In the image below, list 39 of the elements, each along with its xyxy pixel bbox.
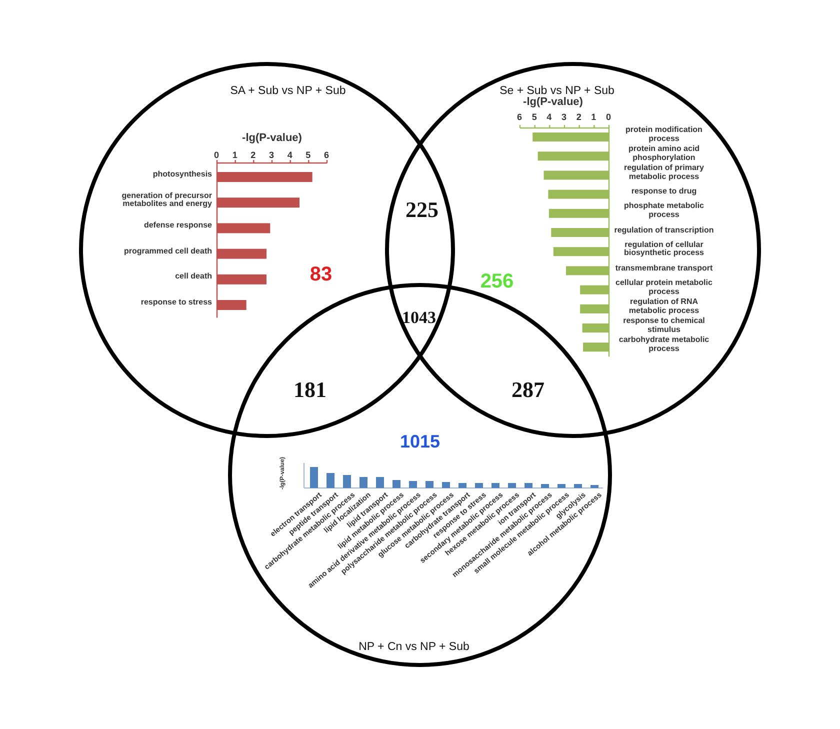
axis-title: -lg(P-value) <box>523 96 583 108</box>
category-label: response to drug <box>630 188 698 197</box>
category-label: generation of precursor metabolites and energy <box>120 192 212 210</box>
axis-title: -lg(P-value) <box>242 132 302 144</box>
category-label: phosphate metabolic process <box>622 202 705 220</box>
region-count: 1043 <box>402 308 436 328</box>
category-label: cell death <box>174 273 212 282</box>
region-count: 287 <box>512 377 544 403</box>
set-title: Se + Sub vs NP + Sub <box>500 85 614 97</box>
category-label: programmed cell death <box>122 247 212 256</box>
region-count: 256 <box>480 270 514 294</box>
category-label: photosynthesis <box>152 170 212 180</box>
category-label: regulation of cellular biosynthetic process <box>622 240 706 258</box>
set-title: NP + Cn vs NP + Sub <box>358 641 470 653</box>
tick-label: 5 <box>306 151 311 161</box>
category-label: regulation of transcription <box>614 226 714 235</box>
tick-label: 1 <box>591 113 596 123</box>
category-label: defense response <box>142 222 212 231</box>
region-count: 225 <box>406 197 438 223</box>
category-label: transmembrane transport <box>614 264 714 274</box>
category-label: carbohydrate metabolic process <box>618 336 710 354</box>
category-label: response to stress <box>140 298 212 308</box>
tick-label: 6 <box>324 151 330 161</box>
tick-label: 2 <box>250 151 256 161</box>
tick-label: 3 <box>562 113 567 123</box>
tick-label: 4 <box>546 113 552 123</box>
region-count: 1015 <box>400 432 440 452</box>
tick-label: 4 <box>287 151 292 161</box>
tick-label: 6 <box>517 113 522 123</box>
set-title: SA + Sub vs NP + Sub <box>230 85 346 97</box>
category-label: regulation of primary metabolic process <box>622 164 705 182</box>
tick-label: 1 <box>232 151 238 161</box>
tick-label: 0 <box>214 151 220 161</box>
region-count: 181 <box>294 377 326 403</box>
region-count: 83 <box>310 264 332 286</box>
tick-label: 2 <box>576 113 582 123</box>
tick-label: 3 <box>269 151 274 161</box>
tick-label: 5 <box>532 113 537 123</box>
tick-label: 0 <box>606 113 612 123</box>
